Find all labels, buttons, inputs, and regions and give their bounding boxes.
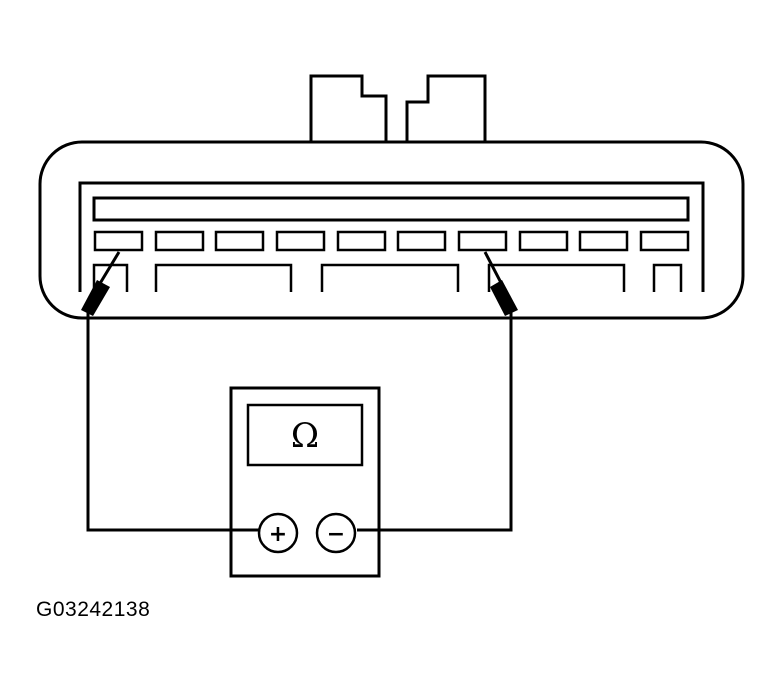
- negative-jack: [315, 512, 357, 554]
- ohm-symbol: Ω: [291, 416, 319, 456]
- positive-sign: +: [269, 522, 287, 547]
- terminal-pin: [336, 230, 387, 252]
- bottom-key: [487, 263, 626, 292]
- figure-id-label: G03242138: [36, 598, 151, 621]
- terminal-pin: [275, 230, 326, 252]
- test-lead-positive: [86, 305, 260, 532]
- terminal-pin: [396, 230, 447, 252]
- terminal-pin: [154, 230, 205, 252]
- connector-latch-left: [309, 74, 388, 142]
- positive-jack: [257, 512, 299, 554]
- terminal-pin: [214, 230, 265, 252]
- connector-inner-frame: [78, 181, 705, 292]
- connector-body: [38, 140, 745, 320]
- bottom-key: [154, 263, 293, 292]
- terminal-pin: [578, 230, 629, 252]
- terminal-pin: [93, 230, 144, 252]
- ohmmeter-body: [229, 386, 381, 578]
- ohmmeter-display: [246, 403, 364, 467]
- connector-top-slot: [92, 196, 690, 222]
- negative-sign: −: [327, 522, 345, 547]
- probe-tip-icon: [81, 280, 110, 316]
- bottom-key: [320, 263, 460, 292]
- terminal-pin: [639, 230, 690, 252]
- bottom-key: [652, 263, 683, 292]
- connector-latch-right: [405, 74, 487, 142]
- connector-bottom-keys: [92, 263, 683, 292]
- terminal-pin: [457, 230, 508, 252]
- test-lead-negative: [357, 305, 513, 532]
- terminal-pin: [518, 230, 569, 252]
- connector-terminal-row: [93, 230, 690, 252]
- probe-tip-icon: [490, 280, 518, 316]
